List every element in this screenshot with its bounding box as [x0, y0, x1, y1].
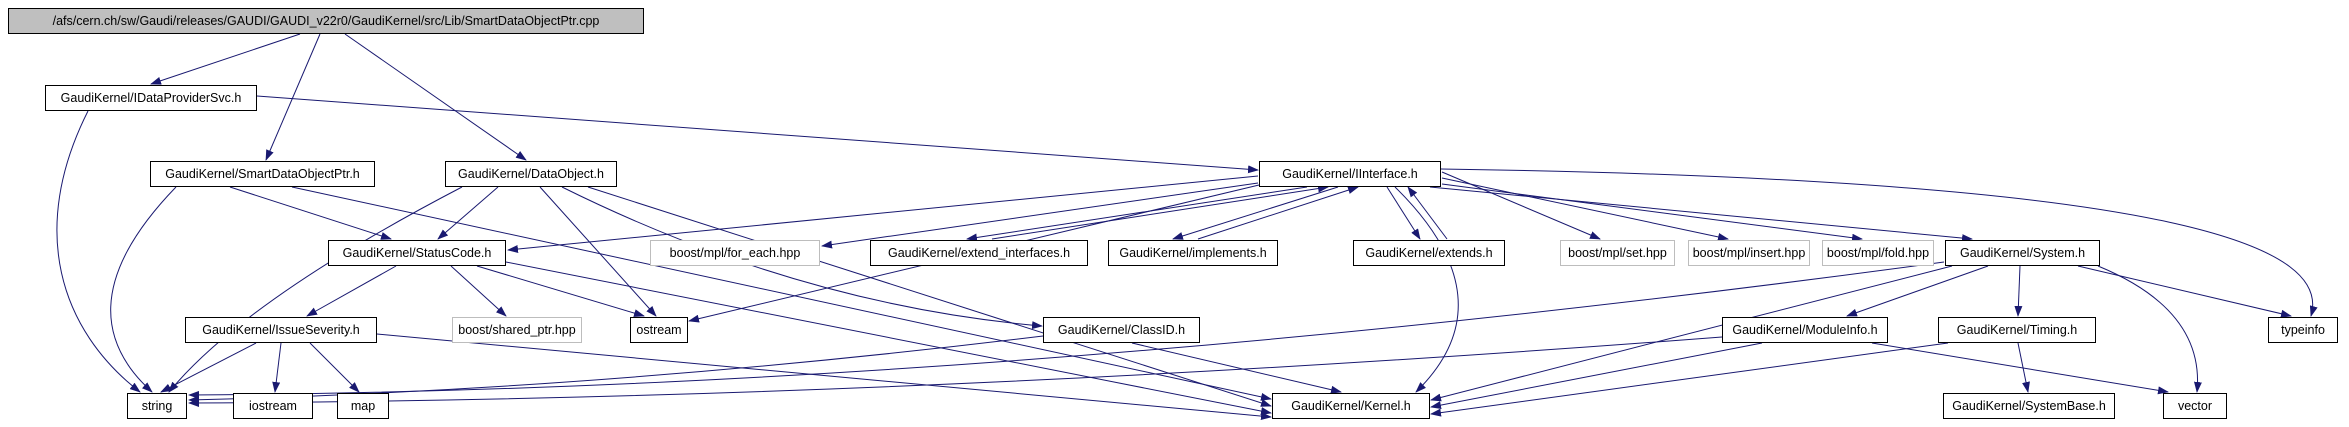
graph-node-timi[interactable]: GaudiKernel/Timing.h: [1938, 317, 2096, 343]
include-edge-iint-fore: [821, 182, 1259, 249]
graph-node-iost: iostream: [233, 393, 313, 419]
include-edge-syst-timi: [2014, 265, 2023, 317]
graph-node-exti[interactable]: GaudiKernel/extend_interfaces.h: [870, 240, 1088, 266]
graph-node-ostr: ostream: [630, 317, 688, 343]
include-edge-dobj-strg: [168, 186, 463, 393]
include-edge-idps-strg: [56, 110, 141, 393]
graph-node-strg: string: [127, 393, 187, 419]
include-edge-dobj-kern: [587, 186, 1272, 407]
graph-node-mfld: boost/mpl/fold.hpp: [1822, 240, 1934, 266]
graph-node-iint[interactable]: GaudiKernel/IInterface.h: [1259, 161, 1441, 187]
graph-node-cpp: /afs/cern.ch/sw/Gaudi/releases/GAUDI/GAU…: [8, 8, 644, 34]
include-edge-issu-iost: [272, 342, 282, 393]
include-edge-issu-mapn: [309, 342, 360, 393]
graph-node-syst[interactable]: GaudiKernel/System.h: [1945, 240, 2100, 266]
graph-node-impl[interactable]: GaudiKernel/implements.h: [1108, 240, 1278, 266]
graph-node-sdop[interactable]: GaudiKernel/SmartDataObjectPtr.h: [150, 161, 375, 187]
include-edge-iint-mins: [1441, 177, 1729, 241]
graph-node-clid[interactable]: GaudiKernel/ClassID.h: [1043, 317, 1200, 343]
include-edge-syst-modi: [1846, 265, 1989, 317]
include-edge-stat-shpt: [450, 265, 507, 317]
include-edge-cpp-sdop: [265, 33, 321, 161]
include-edge-sdop-stat: [229, 186, 392, 240]
graph-node-mins: boost/mpl/insert.hpp: [1688, 240, 1810, 266]
include-edge-dobj-ostr: [539, 186, 657, 317]
include-edge-syst-vect: [2097, 265, 2202, 393]
include-edge-modi-vect: [1871, 342, 2169, 395]
include-edge-iint-tinf: [1440, 168, 2318, 317]
include-edge-issu-kern: [376, 333, 1272, 421]
include-edge-sdop-kern: [291, 186, 1272, 401]
graph-node-mset: boost/mpl/set.hpp: [1560, 240, 1675, 266]
include-edge-iint-stat: [507, 175, 1259, 253]
include-edge-exti-iint: [991, 184, 1329, 240]
include-edge-stat-kern: [505, 261, 1272, 415]
include-edge-stat-issu: [306, 265, 397, 317]
include-edge-iint-exti: [966, 186, 1308, 242]
graph-node-fore: boost/mpl/for_each.hpp: [650, 240, 820, 266]
include-edge-dobj-clid: [561, 186, 1043, 330]
graph-node-kern[interactable]: GaudiKernel/Kernel.h: [1272, 393, 1430, 419]
graph-node-issu[interactable]: GaudiKernel/IssueSeverity.h: [185, 317, 377, 343]
include-edge-issu-strg: [160, 342, 257, 393]
include-edge-clid-kern: [1131, 342, 1342, 394]
include-edge-syst-strg: [188, 261, 1945, 399]
include-edge-modi-strg: [188, 336, 1723, 407]
include-edge-stat-ostr: [476, 265, 645, 317]
include-edge-iint-impl: [1172, 186, 1339, 240]
graph-node-idps[interactable]: GaudiKernel/IDataProviderSvc.h: [45, 85, 257, 111]
include-edge-modi-kern: [1430, 342, 1763, 410]
graph-node-mapn: map: [337, 393, 389, 419]
include-edge-cpp-idps: [150, 33, 301, 85]
include-edge-cpp-dobj: [344, 33, 527, 161]
graph-node-sysb[interactable]: GaudiKernel/SystemBase.h: [1943, 393, 2115, 419]
graph-node-stat[interactable]: GaudiKernel/StatusCode.h: [328, 240, 506, 266]
graph-node-shpt: boost/shared_ptr.hpp: [452, 317, 582, 343]
include-edge-timi-sysb: [2017, 342, 2030, 393]
include-edge-timi-kern: [1430, 342, 1949, 417]
graph-node-vect: vector: [2163, 393, 2227, 419]
include-edge-dobj-stat: [437, 186, 499, 240]
include-edge-iint-syst: [1429, 186, 1973, 243]
include-edge-iint-extd: [1386, 186, 1421, 240]
graph-node-dobj[interactable]: GaudiKernel/DataObject.h: [445, 161, 617, 187]
include-edge-iint-kern: [1394, 186, 1459, 393]
include-edge-extd-iint: [1407, 186, 1448, 240]
include-edge-syst-tinf: [2077, 265, 2292, 318]
graph-node-modi[interactable]: GaudiKernel/ModuleInfo.h: [1722, 317, 1888, 343]
include-edge-iint-mfld: [1441, 183, 1863, 242]
graph-node-extd[interactable]: GaudiKernel/extends.h: [1353, 240, 1505, 266]
include-edge-syst-kern: [1430, 265, 1953, 402]
include-edge-sdop-strg: [110, 186, 177, 393]
include-edge-impl-iint: [1197, 186, 1359, 240]
graph-node-tinf: typeinfo: [2268, 317, 2338, 343]
include-edge-idps-iint: [256, 95, 1259, 174]
